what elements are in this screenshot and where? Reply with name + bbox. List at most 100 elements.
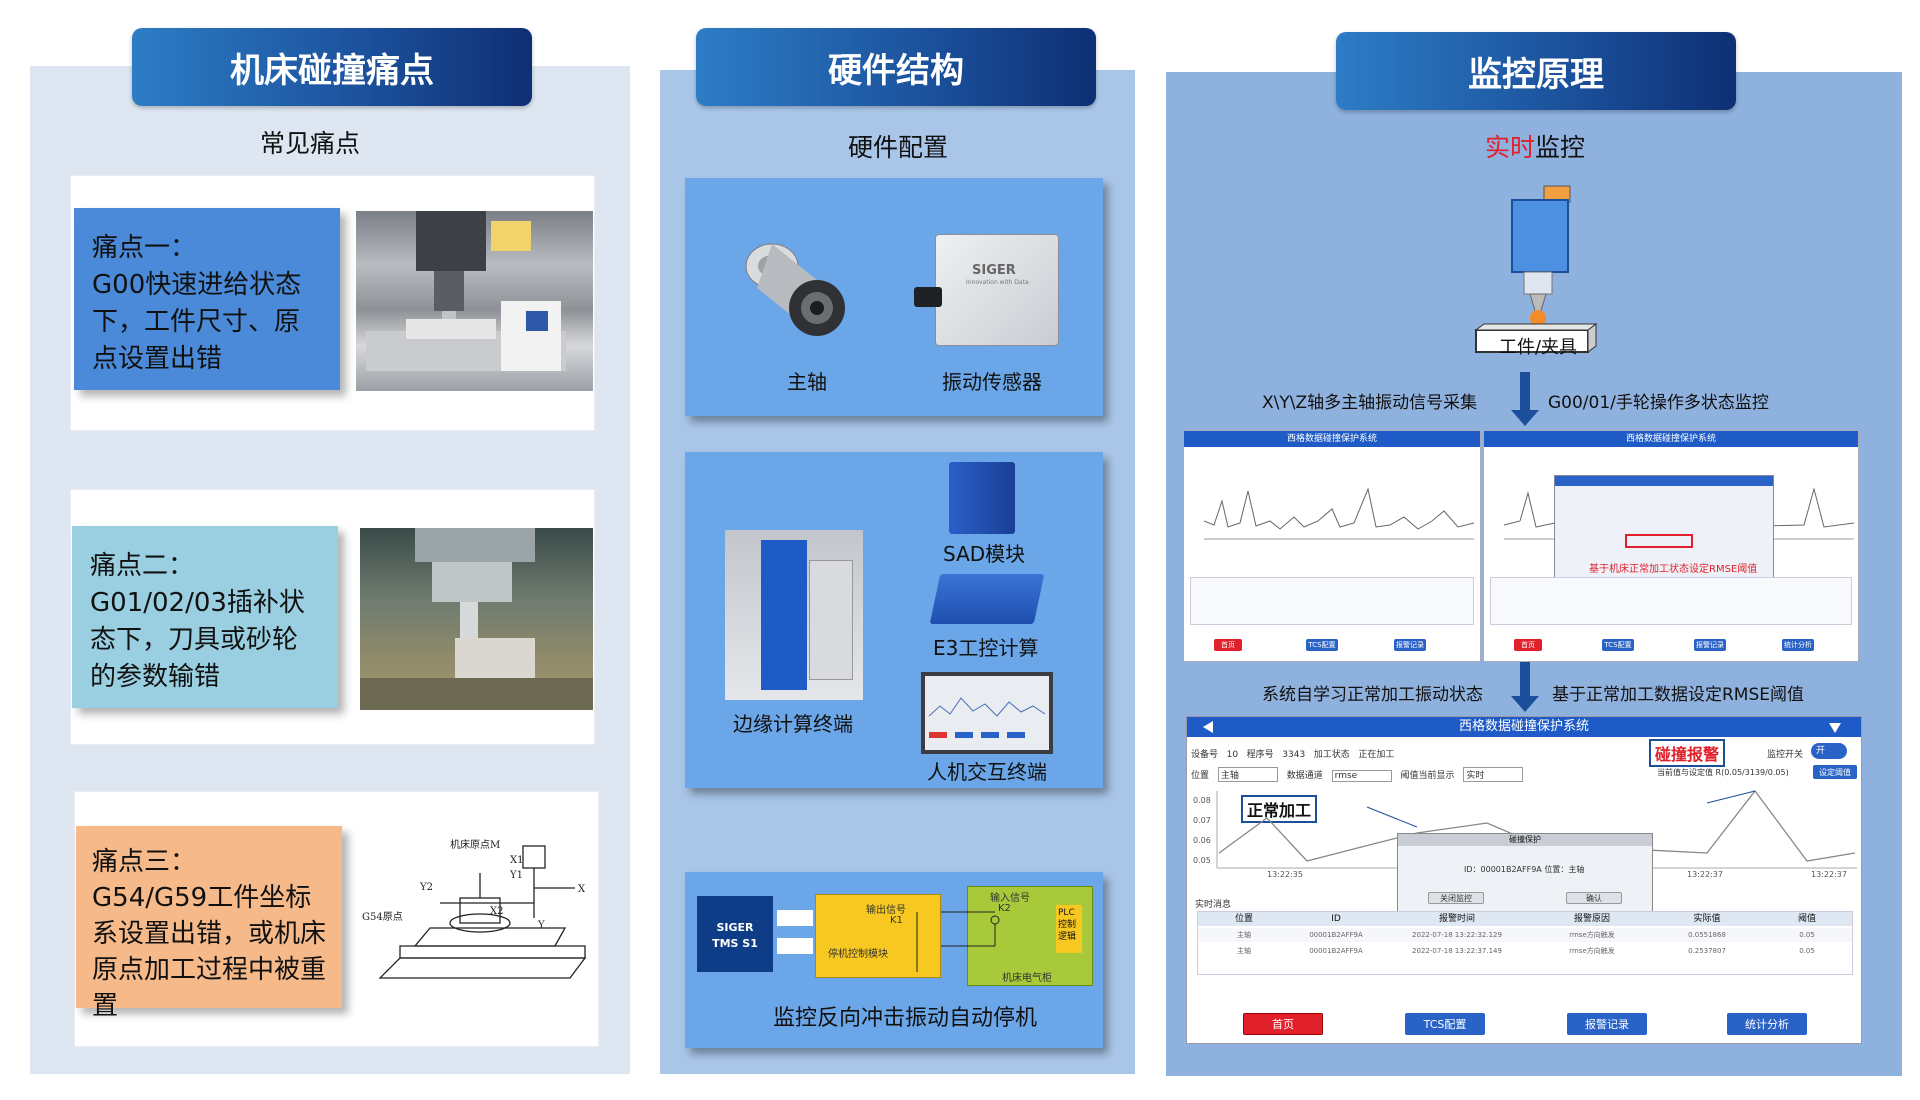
pain-points-subtitle: 常见痛点 xyxy=(259,129,360,158)
confirm-button[interactable]: 确认 xyxy=(1566,892,1622,904)
siger-device: SIGER TMS S1 xyxy=(697,896,773,972)
xtick-3: 13:22:37 xyxy=(1811,870,1847,879)
pain-point-2-text: G01/02/03插补状态下，刀具或砂轮的参数输错 xyxy=(90,588,305,692)
hardware-box-stop-control: SIGER TMS S1 输出信号 K1 停机控制模块 输入信号 K2 PLC控… xyxy=(685,872,1103,1048)
hardware-box-computing: 边缘计算终端 SAD模块 E3工控计算 人机交互终端 xyxy=(685,452,1103,788)
state-value: 正在加工 xyxy=(1358,750,1395,760)
output-signal-label: 输出信号 xyxy=(866,905,906,916)
label-y: Y xyxy=(537,920,545,931)
hmi-terminal-label: 人机交互终端 xyxy=(927,760,1047,784)
cell: 00001B2AFF9A xyxy=(1309,947,1363,955)
workpiece-label: 工件/夹具 xyxy=(1498,337,1578,358)
th-alarm-time: 报警时间 xyxy=(1438,914,1475,924)
cell: 主轴 xyxy=(1237,931,1251,939)
pain-point-1: 痛点一： G00快速进给状态下，工件尺寸、原点设置出错 xyxy=(74,208,340,390)
cell: 0.05 xyxy=(1799,931,1815,939)
left-screen-alarm-button[interactable]: 报警记录 xyxy=(1394,639,1426,651)
spindle-illustration xyxy=(1474,185,1598,353)
pain-points-header: 机床碰撞痛点 xyxy=(132,28,532,106)
label-g54: G54原点 xyxy=(362,911,403,923)
label-y1: Y1 xyxy=(509,870,523,881)
down-arrow-1 xyxy=(1520,372,1530,412)
cell: 00001B2AFF9A xyxy=(1309,931,1363,939)
alarm-table: 位置 ID 报警时间 报警原因 实际值 阈值 主轴 00001B2AFF9A 2… xyxy=(1197,911,1853,975)
right-screen-tcs-button[interactable]: TCS配置 xyxy=(1602,639,1634,651)
plc-logic: PLC控制逻辑 xyxy=(1056,905,1082,953)
subtitle-monitor: 监控 xyxy=(1535,133,1586,162)
label-x: X xyxy=(578,884,586,895)
relay-wiring xyxy=(916,911,1000,972)
sensor-brand: SIGER xyxy=(972,263,1016,278)
statistics-button[interactable]: 统计分析 xyxy=(1727,1013,1807,1035)
left-screen-titlebar: 西格数据碰撞保护系统 xyxy=(1184,431,1480,447)
display-select[interactable]: 实时 xyxy=(1463,767,1524,782)
set-threshold-button[interactable]: 设定阈值 xyxy=(1813,765,1857,779)
switch-value: 开 xyxy=(1816,746,1826,756)
ytick-4: 0.05 xyxy=(1193,856,1211,865)
stop-control-caption: 监控反向冲击振动自动停机 xyxy=(773,1006,1038,1031)
monitoring-header: 监控原理 xyxy=(1336,32,1736,110)
ytick-1: 0.08 xyxy=(1193,796,1211,805)
channel-select[interactable]: rmse xyxy=(1331,770,1392,782)
rmse-highlight[interactable] xyxy=(1625,534,1693,548)
th-actual: 实际值 xyxy=(1693,914,1721,924)
left-screen-tcs-button[interactable]: TCS配置 xyxy=(1306,639,1338,651)
rmse-threshold-note: 基于正常加工数据设定RMSE阈值 xyxy=(1552,685,1805,705)
signal-connector-1 xyxy=(777,910,813,926)
edge-blue-module xyxy=(761,540,807,690)
device-info-row: 设备号 10 程序号 3343 加工状态 正在加工 xyxy=(1191,747,1394,760)
right-screen-alarm-button[interactable]: 报警记录 xyxy=(1694,639,1726,651)
tcs-config-button[interactable]: TCS配置 xyxy=(1405,1013,1485,1035)
right-screen-stats-button[interactable]: 统计分析 xyxy=(1782,639,1814,651)
edge-power-module xyxy=(809,560,853,680)
k1-label: K1 xyxy=(890,915,903,926)
left-screen-table xyxy=(1190,577,1474,625)
k2-label: K2 xyxy=(998,903,1011,914)
hardware-subtitle: 硬件配置 xyxy=(847,133,948,162)
table-row[interactable]: 主轴 00001B2AFF9A 2022-07-18 13:22:37.149 … xyxy=(1198,944,1852,958)
cell: 0.2537807 xyxy=(1688,947,1726,955)
siger-device-line1: SIGER xyxy=(716,921,754,934)
label-origin-m: 机床原点M xyxy=(450,838,500,851)
right-screen-home-button[interactable]: 首页 xyxy=(1514,639,1542,651)
threshold-red-note: 基于机床正常加工状态设定RMSE阈值 xyxy=(1589,564,1758,575)
main-back-icon[interactable] xyxy=(1203,721,1213,733)
home-button[interactable]: 首页 xyxy=(1243,1013,1323,1035)
down-arrow-1-head xyxy=(1511,410,1539,426)
alarm-records-button[interactable]: 报警记录 xyxy=(1567,1013,1647,1035)
down-arrow-2-head xyxy=(1511,696,1539,712)
position-select[interactable]: 主轴 xyxy=(1217,767,1278,782)
main-dropdown-icon[interactable] xyxy=(1829,723,1841,733)
monitor-switch[interactable]: 开 xyxy=(1811,743,1847,759)
filter-row: 位置 主轴 数据通道 rmse 阈值当前显示 实时 xyxy=(1191,767,1529,782)
cnc-machine-photo-2 xyxy=(360,528,593,710)
self-learning-note: 系统自学习正常加工振动状态 xyxy=(1262,685,1483,705)
left-screen-chart xyxy=(1204,487,1474,540)
edge-terminal-image xyxy=(725,530,863,700)
ytick-2: 0.07 xyxy=(1193,816,1211,825)
hmi-terminal-image xyxy=(921,672,1053,754)
cell: rmse方向触发 xyxy=(1569,931,1615,939)
stop-control-module: 输出信号 K1 停机控制模块 xyxy=(815,894,941,978)
subtitle-realtime: 实时 xyxy=(1484,133,1535,162)
threshold-dialog-header xyxy=(1555,476,1773,486)
xtick-1: 13:22:35 xyxy=(1267,870,1303,879)
left-screen-home-button[interactable]: 首页 xyxy=(1214,639,1242,651)
pain-point-1-text: G00快速进给状态下，工件尺寸、原点设置出错 xyxy=(92,270,302,374)
ratio-text: 当前值与设定值 R(0.05/3139/0.05) xyxy=(1657,768,1789,777)
hardware-header: 硬件结构 xyxy=(696,28,1096,106)
realtime-message-label: 实时消息 xyxy=(1195,900,1232,910)
close-monitor-button[interactable]: 关闭监控 xyxy=(1428,892,1484,904)
down-arrow-2 xyxy=(1520,662,1530,698)
spindle-label: 主轴 xyxy=(787,370,827,394)
pain-point-3-text: G54/G59工件坐标系设置出错，或机床原点加工过程中被重置 xyxy=(92,883,327,1021)
cell: rmse方向触发 xyxy=(1569,947,1615,955)
main-screenshot: 西格数据碰撞保护系统 设备号 10 程序号 3343 加工状态 正在加工 位置 … xyxy=(1186,716,1862,1044)
siger-device-line2: TMS S1 xyxy=(712,937,758,950)
table-row[interactable]: 主轴 00001B2AFF9A 2022-07-18 13:22:32.129 … xyxy=(1198,928,1852,942)
signal-connector-2 xyxy=(777,938,813,954)
pain-point-3: 痛点三： G54/G59工件坐标系设置出错，或机床原点加工过程中被重置 xyxy=(76,826,342,1021)
cell: 2022-07-18 13:22:37.149 xyxy=(1412,947,1502,955)
switch-label: 监控开关 xyxy=(1767,750,1804,760)
signal-collection-note: X\Y\Z轴多主轴振动信号采集 xyxy=(1262,393,1478,413)
